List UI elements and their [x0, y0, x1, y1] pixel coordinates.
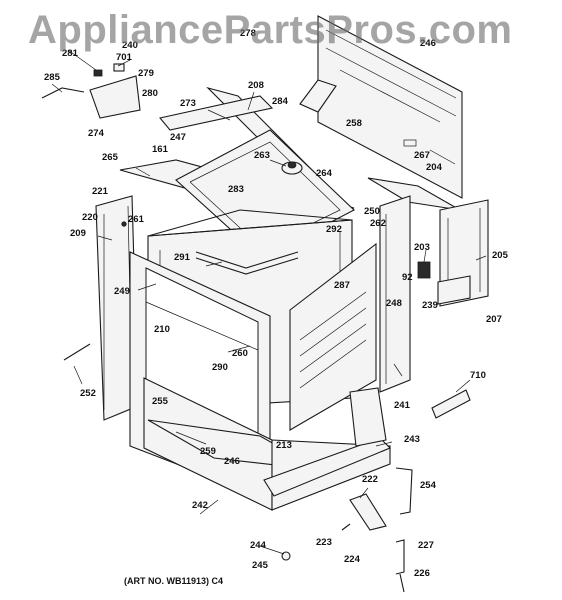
part-callout-274: 274: [88, 128, 105, 139]
part-callout-224: 224: [344, 554, 361, 565]
part-callout-273: 273: [180, 98, 196, 109]
part-callout-204: 204: [426, 162, 443, 173]
part-callout-221: 221: [92, 186, 109, 197]
part-callout-243: 243: [404, 434, 420, 445]
part-callout-227: 227: [418, 540, 434, 551]
part-callout-710: 710: [470, 370, 486, 381]
part-callout-262: 262: [370, 218, 386, 229]
part-callout-290: 290: [212, 362, 228, 373]
part-callout-161: 161: [152, 144, 169, 155]
part-callout-240: 240: [122, 40, 138, 51]
part-callout-279: 279: [138, 68, 154, 79]
part-callout-254: 254: [420, 480, 437, 491]
part-callout-213: 213: [276, 440, 292, 451]
part-callout-241: 241: [394, 400, 411, 411]
part-callout-281: 281: [62, 48, 79, 59]
watermark: AppliancePartsPros.com: [28, 8, 513, 52]
part-callout-223: 223: [316, 537, 332, 548]
part-callout-263: 263: [254, 150, 270, 161]
right-rear-box: [417, 199, 489, 307]
part-callout-245: 245: [252, 560, 269, 571]
part-callout-280: 280: [142, 88, 158, 99]
part-callout-267: 267: [414, 150, 430, 161]
part-callout-252: 252: [80, 388, 96, 399]
drawer-base: [143, 377, 391, 511]
art-number-label: (ART NO. WB11913) C4: [124, 576, 224, 586]
part-callout-265: 265: [102, 152, 119, 163]
small-parts: [41, 63, 471, 593]
part-callout-287: 287: [334, 280, 350, 291]
part-callout-208: 208: [248, 80, 264, 91]
part-callout-701: 701: [116, 52, 133, 63]
part-callout-205: 205: [492, 250, 509, 261]
part-callout-250: 250: [364, 206, 380, 217]
part-callout-284: 284: [272, 96, 289, 107]
part-callout-92: 92: [402, 272, 413, 283]
part-callout-260: 260: [232, 348, 248, 359]
part-callout-203: 203: [414, 242, 430, 253]
part-callout-283: 283: [228, 184, 244, 195]
part-callout-292: 292: [326, 224, 342, 235]
right-side-panel: [289, 195, 411, 431]
part-callout-249: 249: [114, 286, 130, 297]
part-callout-226: 226: [414, 568, 430, 579]
part-callout-258: 258: [346, 118, 362, 129]
part-callout-285: 285: [44, 72, 61, 83]
part-callout-244: 244: [250, 540, 267, 551]
part-callout-247: 247: [170, 132, 186, 143]
part-callout-242: 242: [192, 500, 208, 511]
leader-lines: [51, 49, 487, 555]
part-callout-248: 248: [386, 298, 402, 309]
part-callout-255: 255: [152, 396, 169, 407]
part-callout-239: 239: [422, 300, 438, 311]
part-callout-209: 209: [70, 228, 86, 239]
part-callout-222: 222: [362, 474, 378, 485]
part-callout-261: 261: [128, 214, 145, 225]
part-callout-207: 207: [486, 314, 502, 325]
part-callout-246: 246: [420, 38, 436, 49]
part-callout-210: 210: [154, 324, 170, 335]
part-callout-246: 246: [224, 456, 240, 467]
part-callout-278: 278: [240, 28, 256, 39]
part-callout-259: 259: [200, 446, 216, 457]
part-callout-264: 264: [316, 168, 333, 179]
part-callout-291: 291: [174, 252, 191, 263]
part-callout-220: 220: [82, 212, 98, 223]
